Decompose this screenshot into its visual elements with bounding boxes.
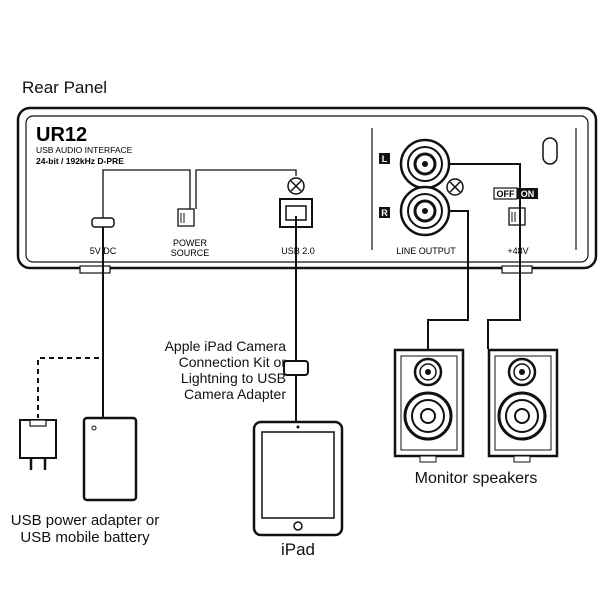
monitor-speaker-left — [393, 348, 465, 463]
kensington-slot — [542, 137, 558, 165]
line-output-label: LINE OUTPUT — [396, 246, 456, 256]
device-foot — [79, 265, 111, 274]
right-channel-label: R — [381, 208, 388, 218]
on-badge — [517, 188, 538, 199]
ipad-device — [252, 420, 344, 537]
right-speaker-cable — [427, 210, 469, 349]
adapter-caption-line-4: Camera Adapter — [184, 386, 286, 402]
device-type: USB AUDIO INTERFACE — [36, 145, 133, 155]
usb-port-label: USB 2.0 — [281, 246, 315, 256]
power-caption-line-1: USB power adapter or — [10, 512, 160, 529]
power-source-label-1: POWER — [173, 238, 208, 248]
rear-panel-heading: Rear Panel — [22, 78, 108, 97]
phantom-power-label: +48V — [507, 246, 528, 256]
mobile-battery — [82, 416, 138, 502]
adapter-caption-line-2: Connection Kit or — [178, 354, 286, 370]
left-channel-label: L — [382, 154, 388, 164]
line-output-r-jack — [399, 185, 451, 237]
device-foot — [501, 265, 533, 274]
ur12-device — [16, 106, 598, 274]
switch-off-label: OFF — [497, 189, 515, 199]
line-output-l-jack — [399, 138, 451, 190]
switch-on-label: ON — [521, 189, 535, 199]
power-caption-line-2: USB mobile battery — [20, 529, 150, 546]
left-speaker-cable — [449, 163, 521, 349]
dc-port — [91, 217, 115, 228]
speakers-caption: Monitor speakers — [414, 470, 538, 487]
adapter-caption-line-1: Apple iPad Camera — [164, 338, 286, 354]
right-channel-badge — [379, 207, 390, 218]
power-adapter-cable — [37, 290, 104, 418]
usb-power-adapter — [19, 419, 57, 470]
ipad-caption: iPad — [280, 540, 316, 559]
phantom-power-switch — [508, 207, 526, 226]
device-spec: 24-bit / 192kHz D-PRE — [36, 156, 124, 166]
line-output-screw — [446, 178, 464, 196]
device-model: UR12 — [36, 124, 87, 146]
adapter-caption-line-3: Lightning to USB — [180, 370, 286, 386]
left-channel-badge — [379, 153, 390, 164]
power-source-label-2: SOURCE — [171, 248, 210, 258]
monitor-speaker-right — [487, 348, 559, 463]
power-source-switch — [177, 208, 195, 227]
camera-adapter — [283, 360, 309, 376]
